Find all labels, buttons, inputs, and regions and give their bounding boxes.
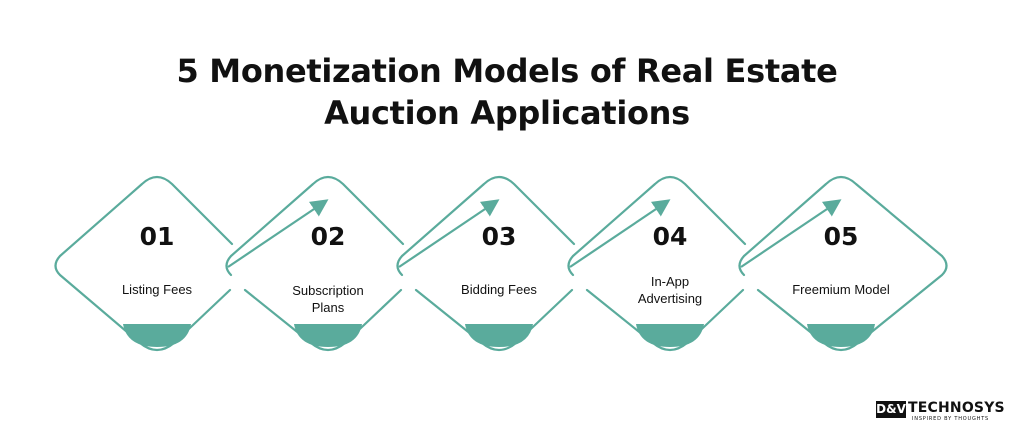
step-3-label-line-1: Bidding Fees [461, 282, 537, 297]
step-5-diamond [738, 175, 948, 352]
step-4-label-line-1: In-App [650, 274, 690, 289]
step-2-diamond [225, 175, 405, 352]
arrow-4-to-5 [740, 199, 842, 268]
step-4-diamond [567, 175, 747, 352]
step-3-diamond [396, 175, 576, 352]
step-5-label-line-1: Freemium Model [792, 282, 890, 297]
step-1-number: 01 [139, 222, 175, 251]
title-line-2: Auction Applications [324, 94, 690, 132]
step-1-label: Listing Fees [97, 281, 217, 298]
step-1-label-line-1: Listing Fees [121, 282, 193, 297]
logo-mark: D&V [876, 401, 906, 418]
step-4-base-shape [636, 324, 704, 347]
step-1-base-shape [123, 324, 191, 347]
arrow-2-to-3 [398, 199, 500, 268]
logo-name: TECHNOSYS [908, 400, 1005, 416]
step-2-base-shape [294, 324, 362, 347]
logo-tagline: INSPIRED BY THOUGHTS [912, 416, 990, 422]
step-1-diamond [54, 175, 234, 352]
step-4-label: In-App Advertising [610, 273, 730, 307]
title-line-1: 5 Monetization Models of Real Estate [176, 52, 838, 90]
step-4-number: 04 [652, 222, 688, 251]
arrow-1-to-2 [227, 199, 329, 268]
step-3-label: Bidding Fees [439, 281, 559, 298]
page-title: 5 Monetization Models of Real Estate Auc… [0, 50, 1014, 134]
step-5-number: 05 [823, 222, 859, 251]
step-3-number: 03 [481, 222, 517, 251]
step-2-label: Subscription Plans [268, 282, 388, 316]
step-2-label-line-1: Subscription [292, 283, 364, 298]
step-5-base-shape [807, 324, 875, 347]
step-2-label-line-2: Plans [311, 300, 345, 315]
step-3-base-shape [465, 324, 533, 347]
arrow-3-to-4 [569, 199, 671, 268]
step-5-label: Freemium Model [781, 281, 901, 298]
step-4-label-line-2: Advertising [637, 291, 703, 306]
step-2-number: 02 [310, 222, 346, 251]
